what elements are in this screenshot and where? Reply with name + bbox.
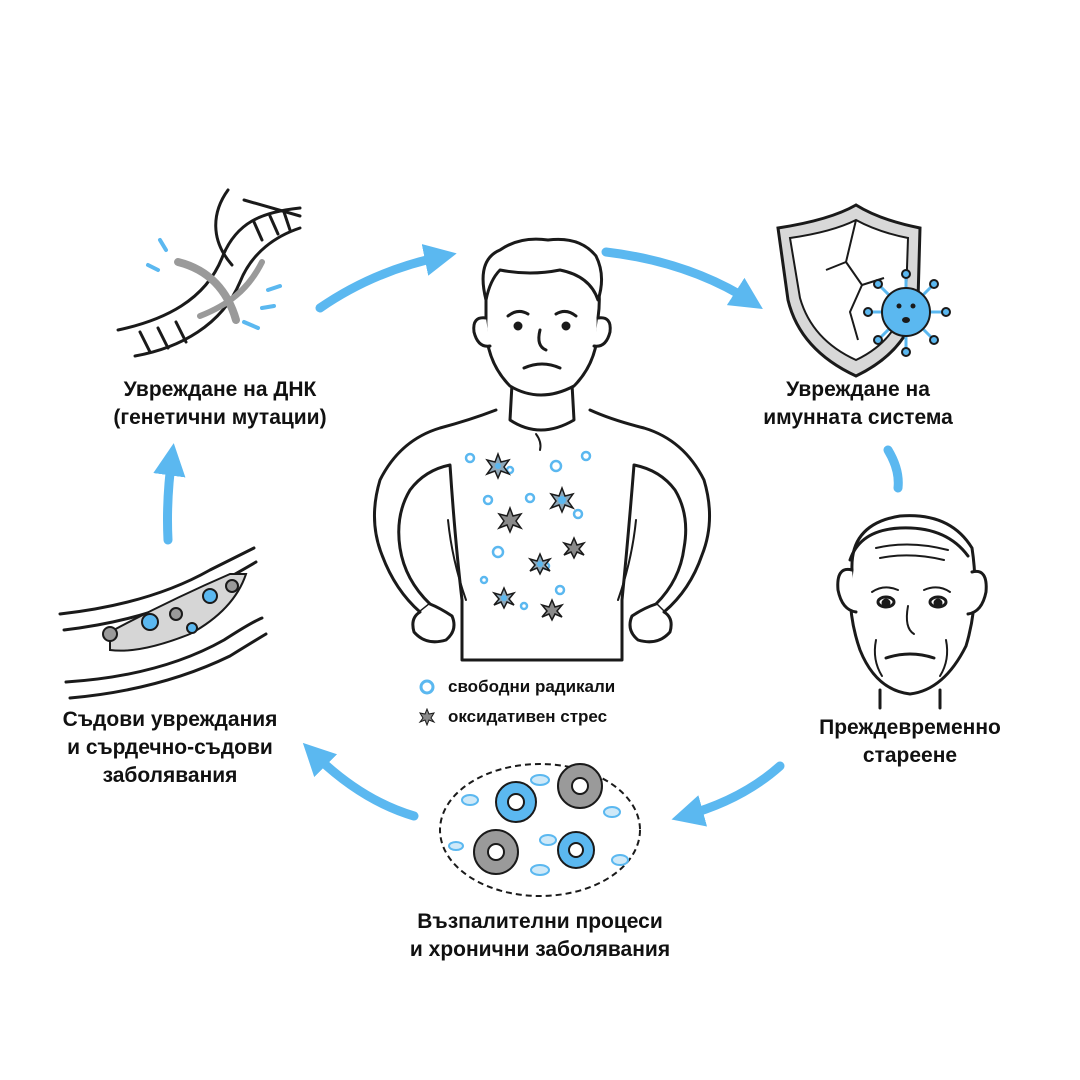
arrow-center-to-immune [601, 247, 763, 310]
free-radical-icon [419, 679, 435, 695]
legend-free-radicals-text: свободни радикали [448, 677, 616, 696]
clogged-artery-icon [58, 546, 268, 700]
inflammation-label-line1: Възпалителни процеси [417, 910, 663, 933]
legend-oxidative-stress-text: оксидативен стрес [448, 707, 608, 726]
worried-man-torso-icon [372, 237, 712, 662]
vascular-label-line3: заболявания [102, 764, 238, 787]
arrow-vascular-to-dna [153, 443, 186, 545]
vascular-label-line2: и сърдечно-съдови [67, 736, 273, 759]
cracked-shield-virus-icon [776, 203, 951, 378]
inflammation-label: Възпалителни процеси и хронични заболява… [370, 908, 710, 964]
cycle-arrows [153, 243, 903, 827]
line-immune-to-aging [883, 445, 903, 493]
virus-icon [863, 269, 951, 357]
vascular-label-line1: Съдови увреждания [62, 708, 278, 731]
premature-aging-label: Преждевременно стареене [780, 714, 1040, 770]
legend: свободни радикали оксидативен стрес [418, 672, 615, 732]
aging-label-line1: Преждевременно [819, 716, 1001, 739]
immune-damage-label: Увреждане на имунната система [718, 376, 998, 432]
dna-icon [116, 188, 302, 358]
dna-damage-label: Увреждане на ДНК (генетични мутации) [70, 376, 370, 432]
legend-free-radicals: свободни радикали [418, 672, 615, 702]
arrow-dna-to-center [315, 243, 457, 313]
aging-label-line2: стареене [862, 744, 958, 767]
legend-oxidative-stress: оксидативен стрес [418, 702, 615, 732]
dna-label-line2: (генетични мутации) [113, 406, 327, 429]
oxidative-stress-icon [418, 708, 436, 726]
inflammation-label-line2: и хронични заболявания [409, 938, 671, 961]
vascular-damage-label: Съдови увреждания и сърдечно-съдови забо… [30, 706, 310, 790]
oxidative-stress-particles [484, 451, 587, 622]
immune-label-line1: Увреждане на [786, 378, 930, 401]
arrow-aging-to-inflammation [671, 761, 785, 827]
inflamed-cells-icon [439, 763, 641, 897]
dna-label-line1: Увреждане на ДНК [123, 378, 317, 401]
immune-label-line2: имунната система [763, 406, 953, 429]
torso-particles [464, 450, 592, 622]
arrow-inflammation-to-vascular [302, 742, 419, 821]
elderly-face-icon [836, 514, 988, 710]
dna-break-sparks [146, 238, 282, 330]
